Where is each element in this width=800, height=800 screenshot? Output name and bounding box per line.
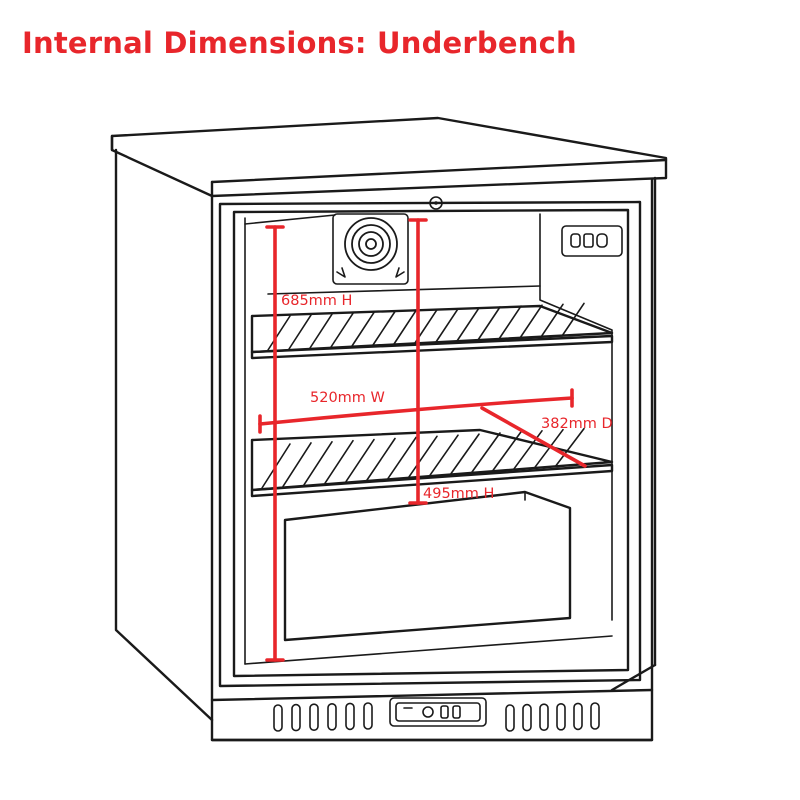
shelf-wire [288, 314, 312, 350]
shelf-wire [492, 431, 522, 472]
shelf-wire [540, 303, 564, 338]
shelf-wire [429, 434, 459, 477]
shelf-wire [477, 306, 501, 341]
vent-slot [309, 703, 319, 732]
vent-slot [291, 703, 301, 732]
shelf-wire [282, 442, 312, 488]
upper-shelf [250, 285, 614, 360]
glass-door [218, 200, 642, 688]
depth-label: 382mm D [541, 416, 613, 432]
shelf-wire [267, 315, 291, 351]
shelf-wire [309, 313, 333, 349]
fan-icon [332, 213, 409, 285]
vent-slot [363, 702, 373, 730]
shelf-wire [366, 437, 396, 481]
vent-slot [573, 702, 583, 731]
vent-slot [522, 703, 532, 732]
shelf-wire [372, 310, 396, 346]
shelf-wire [471, 432, 501, 473]
shelf-wire [561, 302, 585, 337]
vent-slots-left [273, 702, 373, 732]
shelf-wire [387, 436, 417, 480]
shelf-wire [393, 309, 417, 345]
width-label: 520mm W [310, 390, 385, 406]
shelf-wire [456, 307, 480, 342]
page-title: Internal Dimensions: Underbench [22, 26, 577, 60]
padlock-icon [429, 196, 443, 210]
shelf-wire [498, 305, 522, 340]
controller-display-icon [389, 697, 487, 727]
height-full-label: 685mm H [281, 293, 352, 309]
height-lower-label: 495mm H [423, 486, 494, 502]
shelf-wire [408, 435, 438, 478]
vent-slot [556, 702, 566, 731]
shelf-wire [324, 439, 354, 485]
shelf-wire [555, 427, 585, 467]
shelf-wire [345, 438, 375, 483]
shelf-wire [435, 307, 459, 343]
vent-slot [273, 704, 283, 732]
shelf-wire [519, 304, 543, 339]
crisper-box [283, 490, 572, 642]
shelf-wire [534, 428, 564, 469]
vent-slot [505, 704, 515, 732]
vent-slot [590, 702, 600, 730]
vent-slot [345, 702, 355, 731]
shelf-wire [303, 440, 333, 486]
cabinet-outline [110, 116, 668, 742]
vent-slots-right [505, 702, 600, 732]
thermostat-display-icon [561, 225, 623, 257]
depth-line [480, 406, 587, 468]
lower-shelf [250, 427, 614, 498]
dimension-lines [258, 218, 587, 662]
vent-slot [327, 702, 337, 731]
shelf-wire [330, 312, 354, 348]
shelf-wire [351, 311, 375, 347]
shelf-wire [450, 433, 480, 475]
vent-slot [539, 703, 549, 732]
width-line [258, 396, 574, 426]
